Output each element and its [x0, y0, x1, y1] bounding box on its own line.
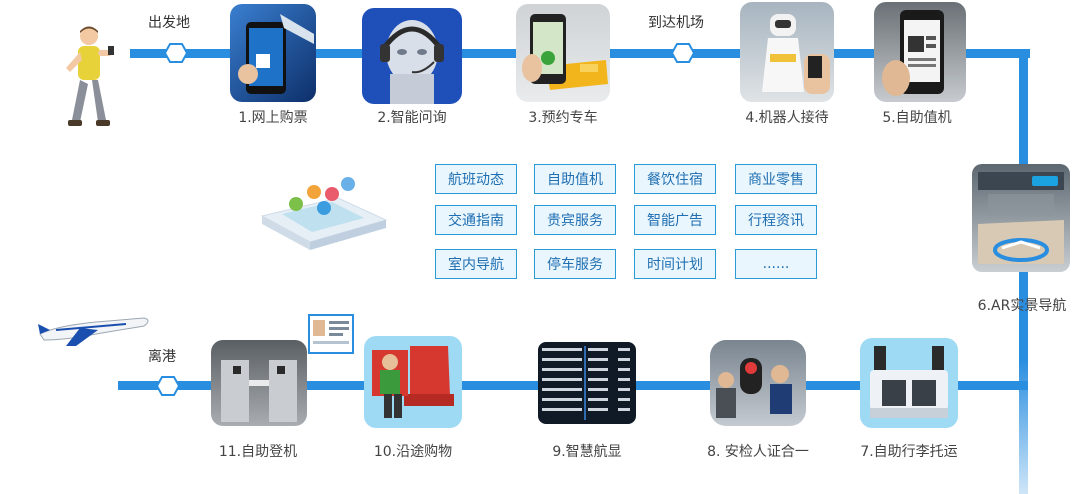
ai-head-icon [380, 20, 444, 104]
step-4-label: 4.机器人接待 [745, 110, 829, 126]
traveler-icon [66, 26, 114, 126]
robot-icon [762, 14, 830, 94]
step-9-image [538, 342, 636, 424]
step-1-image [230, 4, 316, 102]
step-2-label: 2.智能问询 [377, 110, 447, 126]
taxi-app-icon [522, 14, 608, 90]
baggage-kiosk-icon [870, 346, 948, 418]
step-8-image [710, 340, 806, 426]
service-button[interactable]: 餐饮住宿 [634, 164, 716, 194]
service-button[interactable]: 行程资讯 [735, 205, 817, 235]
airplane-icon [38, 317, 149, 346]
step-11-label: 11.自助登机 [218, 444, 298, 460]
ar-navigation-icon [978, 172, 1064, 264]
service-button[interactable]: 航班动态 [435, 164, 517, 194]
leaving-label: 离港 [148, 349, 176, 365]
step-3-label: 3.预约专车 [528, 110, 598, 126]
service-button[interactable]: 室内导航 [435, 249, 517, 279]
arrival-node-icon [670, 43, 696, 63]
service-button[interactable]: ...... [735, 249, 817, 279]
service-button[interactable]: 贵宾服务 [534, 205, 616, 235]
smart-map-icon [260, 177, 388, 250]
step-9-label: 9.智慧航显 [552, 444, 622, 460]
service-button[interactable]: 智能广告 [634, 205, 716, 235]
boarding-pass-phone-icon [882, 10, 944, 96]
shopping-seat-icon [372, 346, 454, 418]
step-5-image [874, 2, 966, 102]
step-6-image [972, 164, 1070, 272]
step-7-image [860, 338, 958, 428]
service-button[interactable]: 自助值机 [534, 164, 616, 194]
step-5-label: 5.自助值机 [882, 110, 952, 126]
boarding-gate-icon [221, 360, 297, 422]
step-2-image [362, 8, 462, 104]
security-check-icon [716, 358, 792, 418]
step-7-label: 7.自助行李托运 [860, 444, 958, 460]
leaving-node-icon [155, 376, 181, 396]
phone-ticket-icon [238, 14, 314, 94]
step-4-image [740, 2, 834, 102]
arrival-label: 到达机场 [648, 15, 704, 31]
service-button[interactable]: 时间计划 [634, 249, 716, 279]
flight-display-icon [542, 346, 630, 420]
departure-node-icon [163, 43, 189, 63]
departure-label: 出发地 [148, 15, 190, 31]
service-button[interactable]: 商业零售 [735, 164, 817, 194]
id-card-icon [308, 314, 354, 354]
step-10-image [364, 336, 462, 428]
step-1-label: 1.网上购票 [238, 110, 308, 126]
step-11-image [211, 340, 307, 426]
service-button[interactable]: 交通指南 [435, 205, 517, 235]
step-10-label: 10.沿途购物 [373, 444, 453, 460]
service-button[interactable]: 停车服务 [534, 249, 616, 279]
step-8-label: 8. 安检人证合一 [707, 444, 809, 460]
step-3-image [516, 4, 610, 102]
step-6-label: 6.AR实景导航 [977, 298, 1067, 314]
